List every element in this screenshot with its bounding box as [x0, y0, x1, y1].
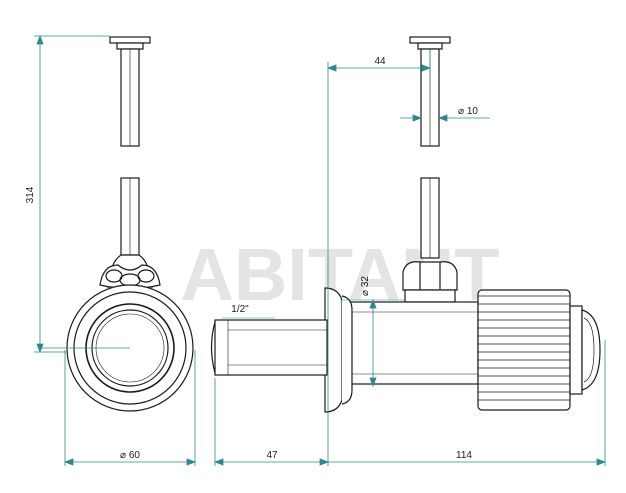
dim-body-length: 114: [456, 450, 472, 461]
side-handle-cap: [581, 309, 601, 391]
side-nut: [402, 261, 458, 291]
side-pipe-top-flange: [409, 36, 451, 44]
side-valve-body: [349, 301, 479, 385]
dim-offset: 44: [374, 56, 386, 67]
dim-thread: 1/2": [231, 304, 249, 315]
front-view: [66, 36, 194, 412]
side-pipe-top-collar: [417, 42, 443, 50]
front-pipe-top-flange: [109, 36, 151, 44]
dimension-lines: [34, 34, 607, 466]
dim-outer-diameter: ⌀ 60: [120, 450, 140, 461]
dim-inlet-length: 47: [266, 450, 278, 461]
side-handle-collar: [569, 305, 583, 395]
side-inlet-thread: [214, 319, 328, 376]
front-pipe-top-collar: [116, 42, 144, 50]
dim-height-total: 314: [25, 186, 36, 203]
dim-body-diameter: ⌀ 32: [360, 276, 371, 296]
dim-pipe-diameter: ⌀ 10: [458, 106, 478, 117]
side-view: [210, 36, 601, 413]
